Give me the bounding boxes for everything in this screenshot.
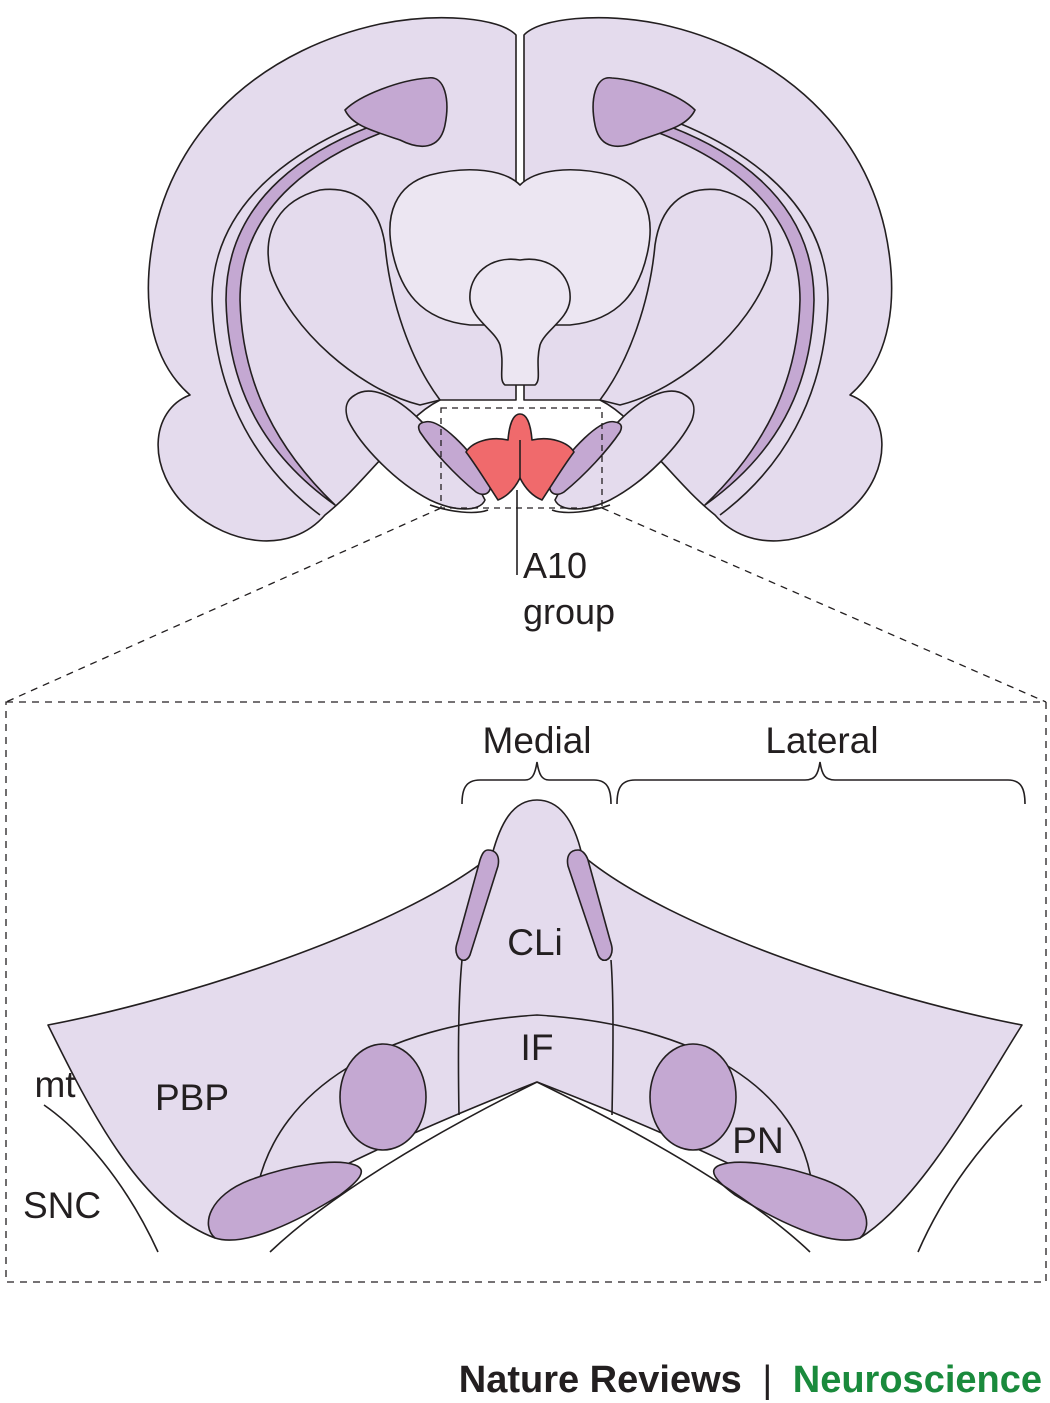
left-pn-nucleus [339,1043,427,1151]
svg-text:Nature Reviews | N: Nature Reviews | Neuroscience [459,1359,1042,1401]
mt-label: mt [34,1064,76,1105]
cli-left-border [457,959,463,1116]
journal-name: Nature Reviews [459,1359,742,1401]
left-cerebral-peduncle [417,421,492,496]
inset-locator-box [440,407,603,509]
pn-label: PN [732,1120,783,1161]
right-cortex-boundary [609,99,829,516]
pbp-label: PBP [155,1077,229,1118]
left-ventricle [344,77,448,147]
bracket-group [461,761,1026,805]
cli-label: CLi [507,922,563,963]
brain-section [147,16,893,542]
right-ventral-lobe [554,390,695,510]
left-striatum [267,188,441,406]
a10-label-line2: group [523,591,615,632]
zoom-line-right [601,507,1047,703]
medial-label: Medial [483,720,592,761]
left-lower-lobe [207,1161,363,1241]
cli-right-border [610,959,614,1116]
ventral-edge-right [536,1081,811,1253]
cli-right-strip [566,849,613,962]
right-lower-lobe [712,1161,868,1241]
left-ventral-tail [429,504,489,514]
medial-bracket [461,761,612,805]
inset-anatomy [43,799,1023,1253]
if-label: IF [521,1027,554,1068]
right-pn-nucleus [649,1043,737,1151]
snc-label: SNC [23,1185,101,1226]
right-mt-snc-boundary [917,1104,1023,1253]
journal-credit: Nature Reviews | Neuroscience [459,1359,1042,1401]
left-ventral-lobe [345,390,486,510]
zoom-line-left [5,507,442,703]
right-striatum [599,188,773,406]
central-body [469,258,571,386]
cli-left-strip [455,849,500,962]
right-ventral-tail [551,504,611,514]
right-ventricle [592,77,696,147]
credit-separator: | [762,1359,772,1401]
vta-body [47,799,1023,1239]
left-mt-snc-boundary [43,1104,159,1253]
right-cerebral-peduncle [548,421,623,496]
ventral-edge-left [269,1081,538,1253]
inset-frame [5,701,1047,1283]
lateral-bracket [616,761,1026,805]
lateral-label: Lateral [765,720,878,761]
a10-label-line1: A10 [523,545,587,586]
section-name: Neuroscience [793,1359,1042,1401]
left-cortex-boundary [211,99,431,516]
if-arc [257,1014,813,1186]
